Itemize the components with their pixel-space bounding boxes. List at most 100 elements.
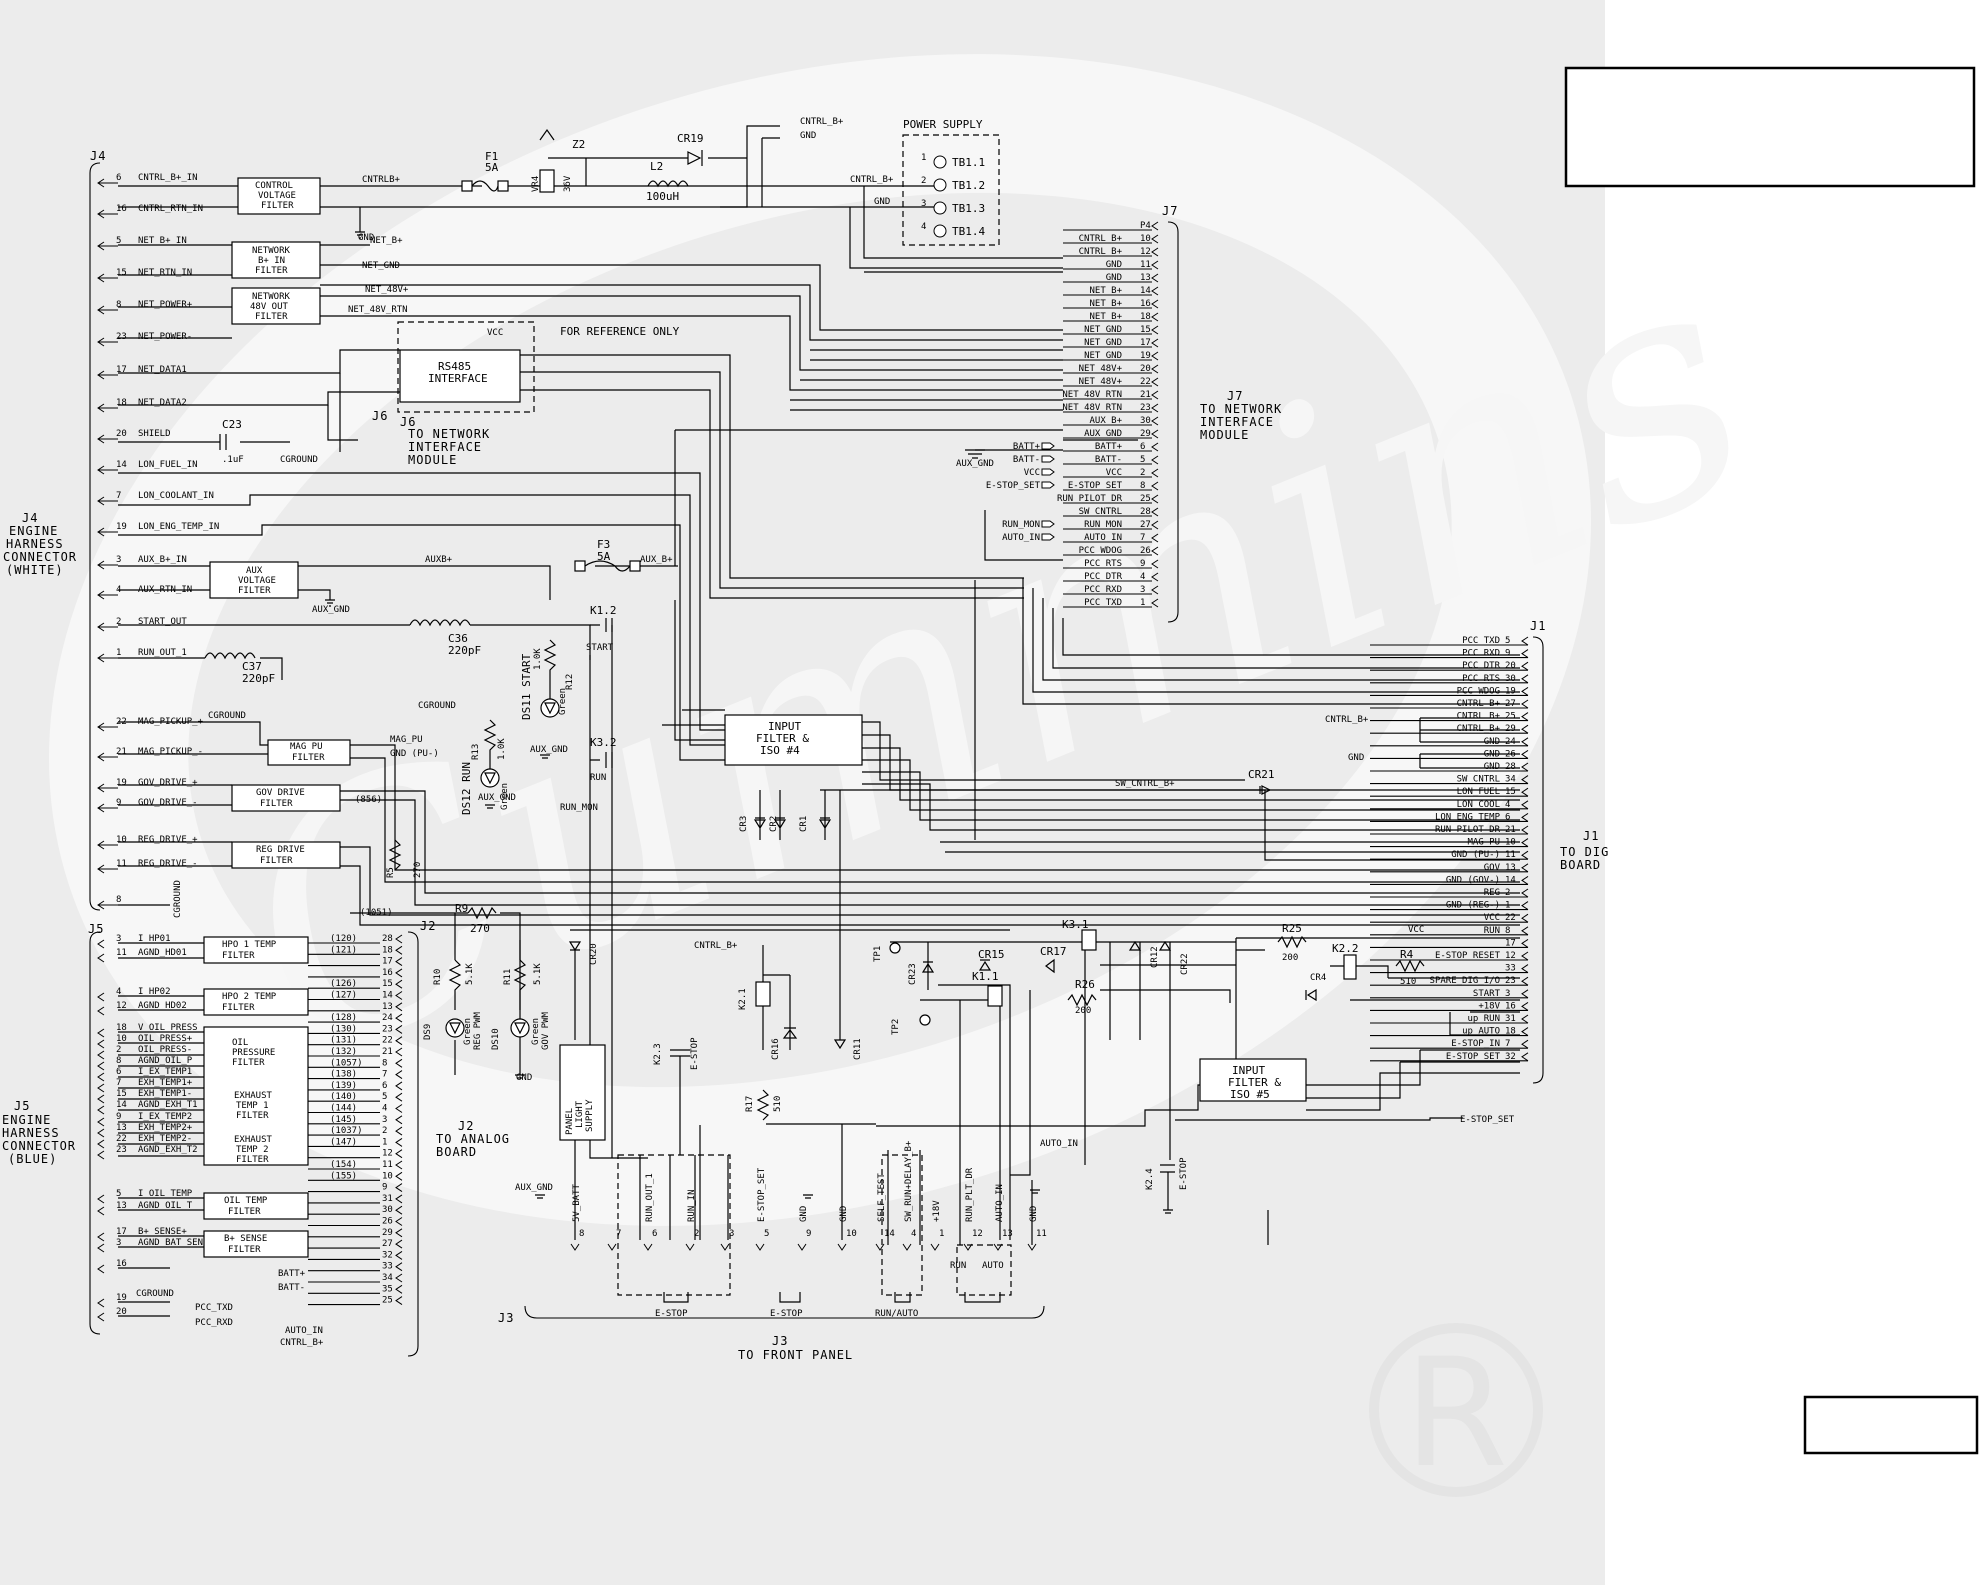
j1-pin-arrow bbox=[1521, 712, 1529, 722]
j3-signal-name: AUTO_IN bbox=[995, 1184, 1005, 1222]
j2-pin-arrow bbox=[395, 1250, 403, 1260]
r5-label: R5 bbox=[386, 867, 396, 878]
r17-value: 510 bbox=[773, 1096, 783, 1112]
ds12-green: Green bbox=[500, 783, 510, 810]
j1-pin-arrow bbox=[1521, 838, 1529, 848]
j3-pin-number: 3 bbox=[729, 1229, 734, 1239]
ps-pin-number: 4 bbox=[921, 222, 926, 232]
j7-pin-arrow bbox=[1151, 468, 1159, 478]
j3-group-runauto: RUN/AUTO bbox=[875, 1309, 918, 1319]
mag-pu-filter-l2: FILTER bbox=[292, 753, 325, 763]
j3-pin-number: 14 bbox=[884, 1229, 895, 1239]
j5-signal-name: AGND_HD01 bbox=[138, 948, 187, 958]
j4-pin-number: 8 bbox=[116, 300, 121, 310]
j4-signal-name: RUN_OUT_1 bbox=[138, 648, 187, 658]
j3-group-auto: AUTO bbox=[982, 1261, 1004, 1271]
j5-pin-number: 20 bbox=[116, 1307, 127, 1317]
j7-signal-name: PCC_WDOG bbox=[1079, 546, 1122, 556]
j3-signal-name: RUN_OUT_1 bbox=[645, 1173, 655, 1222]
j1-pin-number: 27 bbox=[1505, 699, 1516, 709]
k3-2-label: K3.2 bbox=[590, 736, 617, 749]
r12-value: 1.0K bbox=[533, 648, 543, 670]
net-auxbp: AUXB+ bbox=[425, 555, 453, 565]
j7-offpage-tag bbox=[1041, 468, 1055, 476]
net-cground-5: CGROUND bbox=[136, 1289, 174, 1299]
j7-pin-arrow bbox=[1151, 351, 1159, 361]
aux-filter-l3: FILTER bbox=[238, 586, 271, 596]
j4-signal-name: REG_DRIVE_- bbox=[138, 859, 198, 869]
j3-pin-arrow bbox=[797, 1243, 807, 1251]
j5-signal-name: OIL_PRESS+ bbox=[138, 1034, 193, 1044]
j4-pin-number: 19 bbox=[116, 522, 127, 532]
j2-tag-pcctxd: PCC_TXD bbox=[195, 1303, 233, 1313]
j1-pin-number: 4 bbox=[1505, 800, 1510, 810]
j2-pin-arrow bbox=[395, 1171, 403, 1181]
j5-pin-number: 6 bbox=[116, 1067, 121, 1077]
j1-pin-arrow bbox=[1521, 1001, 1529, 1011]
j7-pin-number: 10 bbox=[1140, 234, 1151, 244]
j7-pin-number: 14 bbox=[1140, 286, 1151, 296]
net-48vrtn: NET_48V_RTN bbox=[348, 305, 408, 315]
j5-signal-name: AGND_HD02 bbox=[138, 1001, 187, 1011]
net-gnd-top: GND bbox=[874, 197, 890, 207]
j3-pin-number: 5 bbox=[764, 1229, 769, 1239]
ds12-label: DS12 RUN bbox=[460, 762, 473, 815]
j3-title: J3 J3 TO FRONT PANEL bbox=[498, 1311, 852, 1362]
f1-label: F1 bbox=[485, 150, 498, 163]
aux-filter-l1: AUX bbox=[246, 566, 263, 576]
r13-value: 1.0K bbox=[497, 738, 507, 760]
j1-pin-arrow bbox=[1521, 850, 1529, 860]
j1-pin-arrow bbox=[1521, 1014, 1529, 1024]
j2-pin-arrow bbox=[395, 1036, 403, 1046]
j4-signal-name: NET_DATA2 bbox=[138, 398, 187, 408]
j4-signal-name: CNTRL_B+_IN bbox=[138, 173, 198, 183]
net-5vbatt: GND bbox=[516, 1073, 532, 1083]
j5-signal-name: I_EX_TEMP1 bbox=[138, 1067, 192, 1077]
j1-pin-number: 20 bbox=[1505, 661, 1516, 671]
j5-pin-arrow bbox=[97, 1117, 105, 1127]
gov-filter-l2: FILTER bbox=[260, 799, 293, 809]
j3-pin-number: 12 bbox=[972, 1229, 983, 1239]
j3-group-run: RUN bbox=[950, 1261, 966, 1271]
j7-signal-name: NET_48V_RTN bbox=[1062, 403, 1122, 413]
j1-pin-number: 17 bbox=[1505, 938, 1516, 948]
j5-pin-arrow bbox=[97, 1232, 105, 1242]
reg-filter-l1: REG DRIVE bbox=[256, 845, 305, 855]
j4-signal-name: LON_COOLANT_IN bbox=[138, 491, 214, 501]
j2-tag-pccrxd: PCC_RXD bbox=[195, 1318, 233, 1328]
exh1-filter-l2: TEMP 1 bbox=[236, 1101, 269, 1111]
j3-group-estop2: E-STOP bbox=[770, 1309, 803, 1319]
j1-title-l3: BOARD bbox=[1560, 858, 1601, 872]
j2-signal-code: (126) bbox=[330, 979, 357, 989]
j7-signal-name: NET_GND bbox=[1084, 325, 1122, 335]
net-aux-bp: AUX_B+ bbox=[640, 555, 673, 565]
j7-pin-arrow bbox=[1151, 416, 1159, 426]
j5-pin-arrow bbox=[97, 1028, 105, 1038]
j4-pin-number: 21 bbox=[116, 747, 127, 757]
j7-signal-name: NET_B+ bbox=[1089, 299, 1122, 309]
ds11-label: DS11 START bbox=[520, 653, 533, 720]
watermark-mark: R bbox=[1404, 1327, 1508, 1501]
j7-pin-arrow bbox=[1151, 377, 1159, 387]
j1-signal-name: PCC_TXD bbox=[1462, 636, 1500, 646]
j2-pin-number: 12 bbox=[382, 1149, 393, 1159]
j7-left-tag: E-STOP_SET bbox=[986, 481, 1041, 491]
j7-left-tag: VCC bbox=[1024, 468, 1040, 478]
j3-pin-number: 6 bbox=[652, 1229, 657, 1239]
j7-pin-number: 20 bbox=[1140, 364, 1151, 374]
net-swcntrl: SW_CNTRL_B+ bbox=[1115, 779, 1175, 789]
j2-signal-code: (132) bbox=[330, 1047, 357, 1057]
j1-signal-name: PCC_RTS bbox=[1462, 674, 1500, 684]
cr11-label: CR11 bbox=[853, 1038, 863, 1060]
j2-pin-number: 32 bbox=[382, 1250, 393, 1260]
net-aux-gnd-ds12: AUX_GND bbox=[478, 793, 516, 803]
j3-signal-name: GND bbox=[799, 1206, 809, 1222]
j7-offpage-tag bbox=[1041, 533, 1055, 541]
ps-terminal-label: TB1.2 bbox=[952, 179, 985, 192]
j7-pin-arrow bbox=[1151, 533, 1159, 543]
j5-signal-name: EXH_TEMP1+ bbox=[138, 1078, 193, 1088]
j1-signal-name: +18V bbox=[1478, 1001, 1500, 1011]
j2-pin-number: 28 bbox=[382, 934, 393, 944]
net-magpu: MAG_PU bbox=[390, 735, 423, 745]
j2-pin-number: 8 bbox=[382, 1058, 387, 1068]
